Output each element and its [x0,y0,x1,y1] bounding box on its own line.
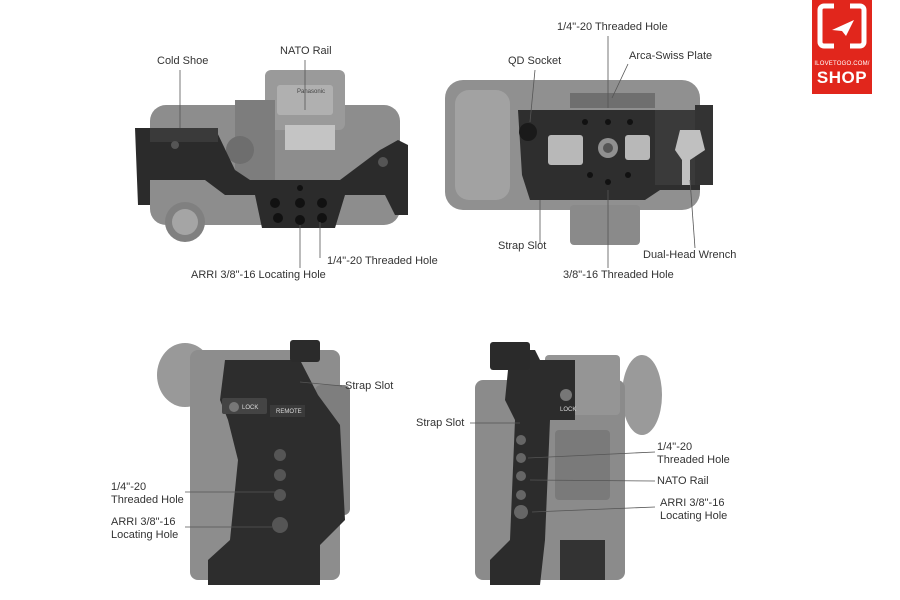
label-threaded-hole-38: 3/8"-16 Threaded Hole [563,269,674,281]
label-strap-slot-right: Strap Slot [416,417,465,429]
lock-text-left: LOCK [242,405,259,411]
label-cold-shoe: Cold Shoe [157,55,209,67]
label-threaded-hole-right: 1/4"-20 Threaded Hole [657,441,730,466]
label-strap-slot-bottom: Strap Slot [498,240,547,252]
label-nato-rail: NATO Rail [280,45,332,57]
right-view [470,342,662,585]
top-view [135,60,408,268]
brand-shop: SHOP [816,68,868,87]
label-strap-slot-left: Strap Slot [345,380,394,392]
bottom-view [445,36,713,268]
label-arri-hole-left: ARRI 3/8"-16 Locating Hole [111,516,179,541]
remote-text: REMOTE [276,409,302,415]
brand-site: ILOVETOGO.COM/ [814,61,870,67]
label-threaded-hole: 1/4"-20 Threaded Hole [327,255,438,267]
label-threaded-hole-top: 1/4"-20 Threaded Hole [557,21,668,33]
label-qd-socket: QD Socket [508,55,562,67]
camera-brand-text: Panasonic [297,89,326,95]
brand-logo: ILOVETOGO.COM/ SHOP [812,0,872,94]
brand-mark-icon [817,3,867,50]
label-wrench: Dual-Head Wrench [643,249,737,261]
label-arri-hole-right: ARRI 3/8"-16 Locating Hole [660,497,728,522]
label-nato-rail-right: NATO Rail [657,475,709,487]
label-arri-hole: ARRI 3/8"-16 Locating Hole [191,269,326,281]
label-threaded-hole-left: 1/4"-20 Threaded Hole [111,481,184,506]
left-view [157,340,350,585]
label-arca-plate: Arca-Swiss Plate [629,50,713,62]
lock-text-right: LOCK [560,407,577,413]
